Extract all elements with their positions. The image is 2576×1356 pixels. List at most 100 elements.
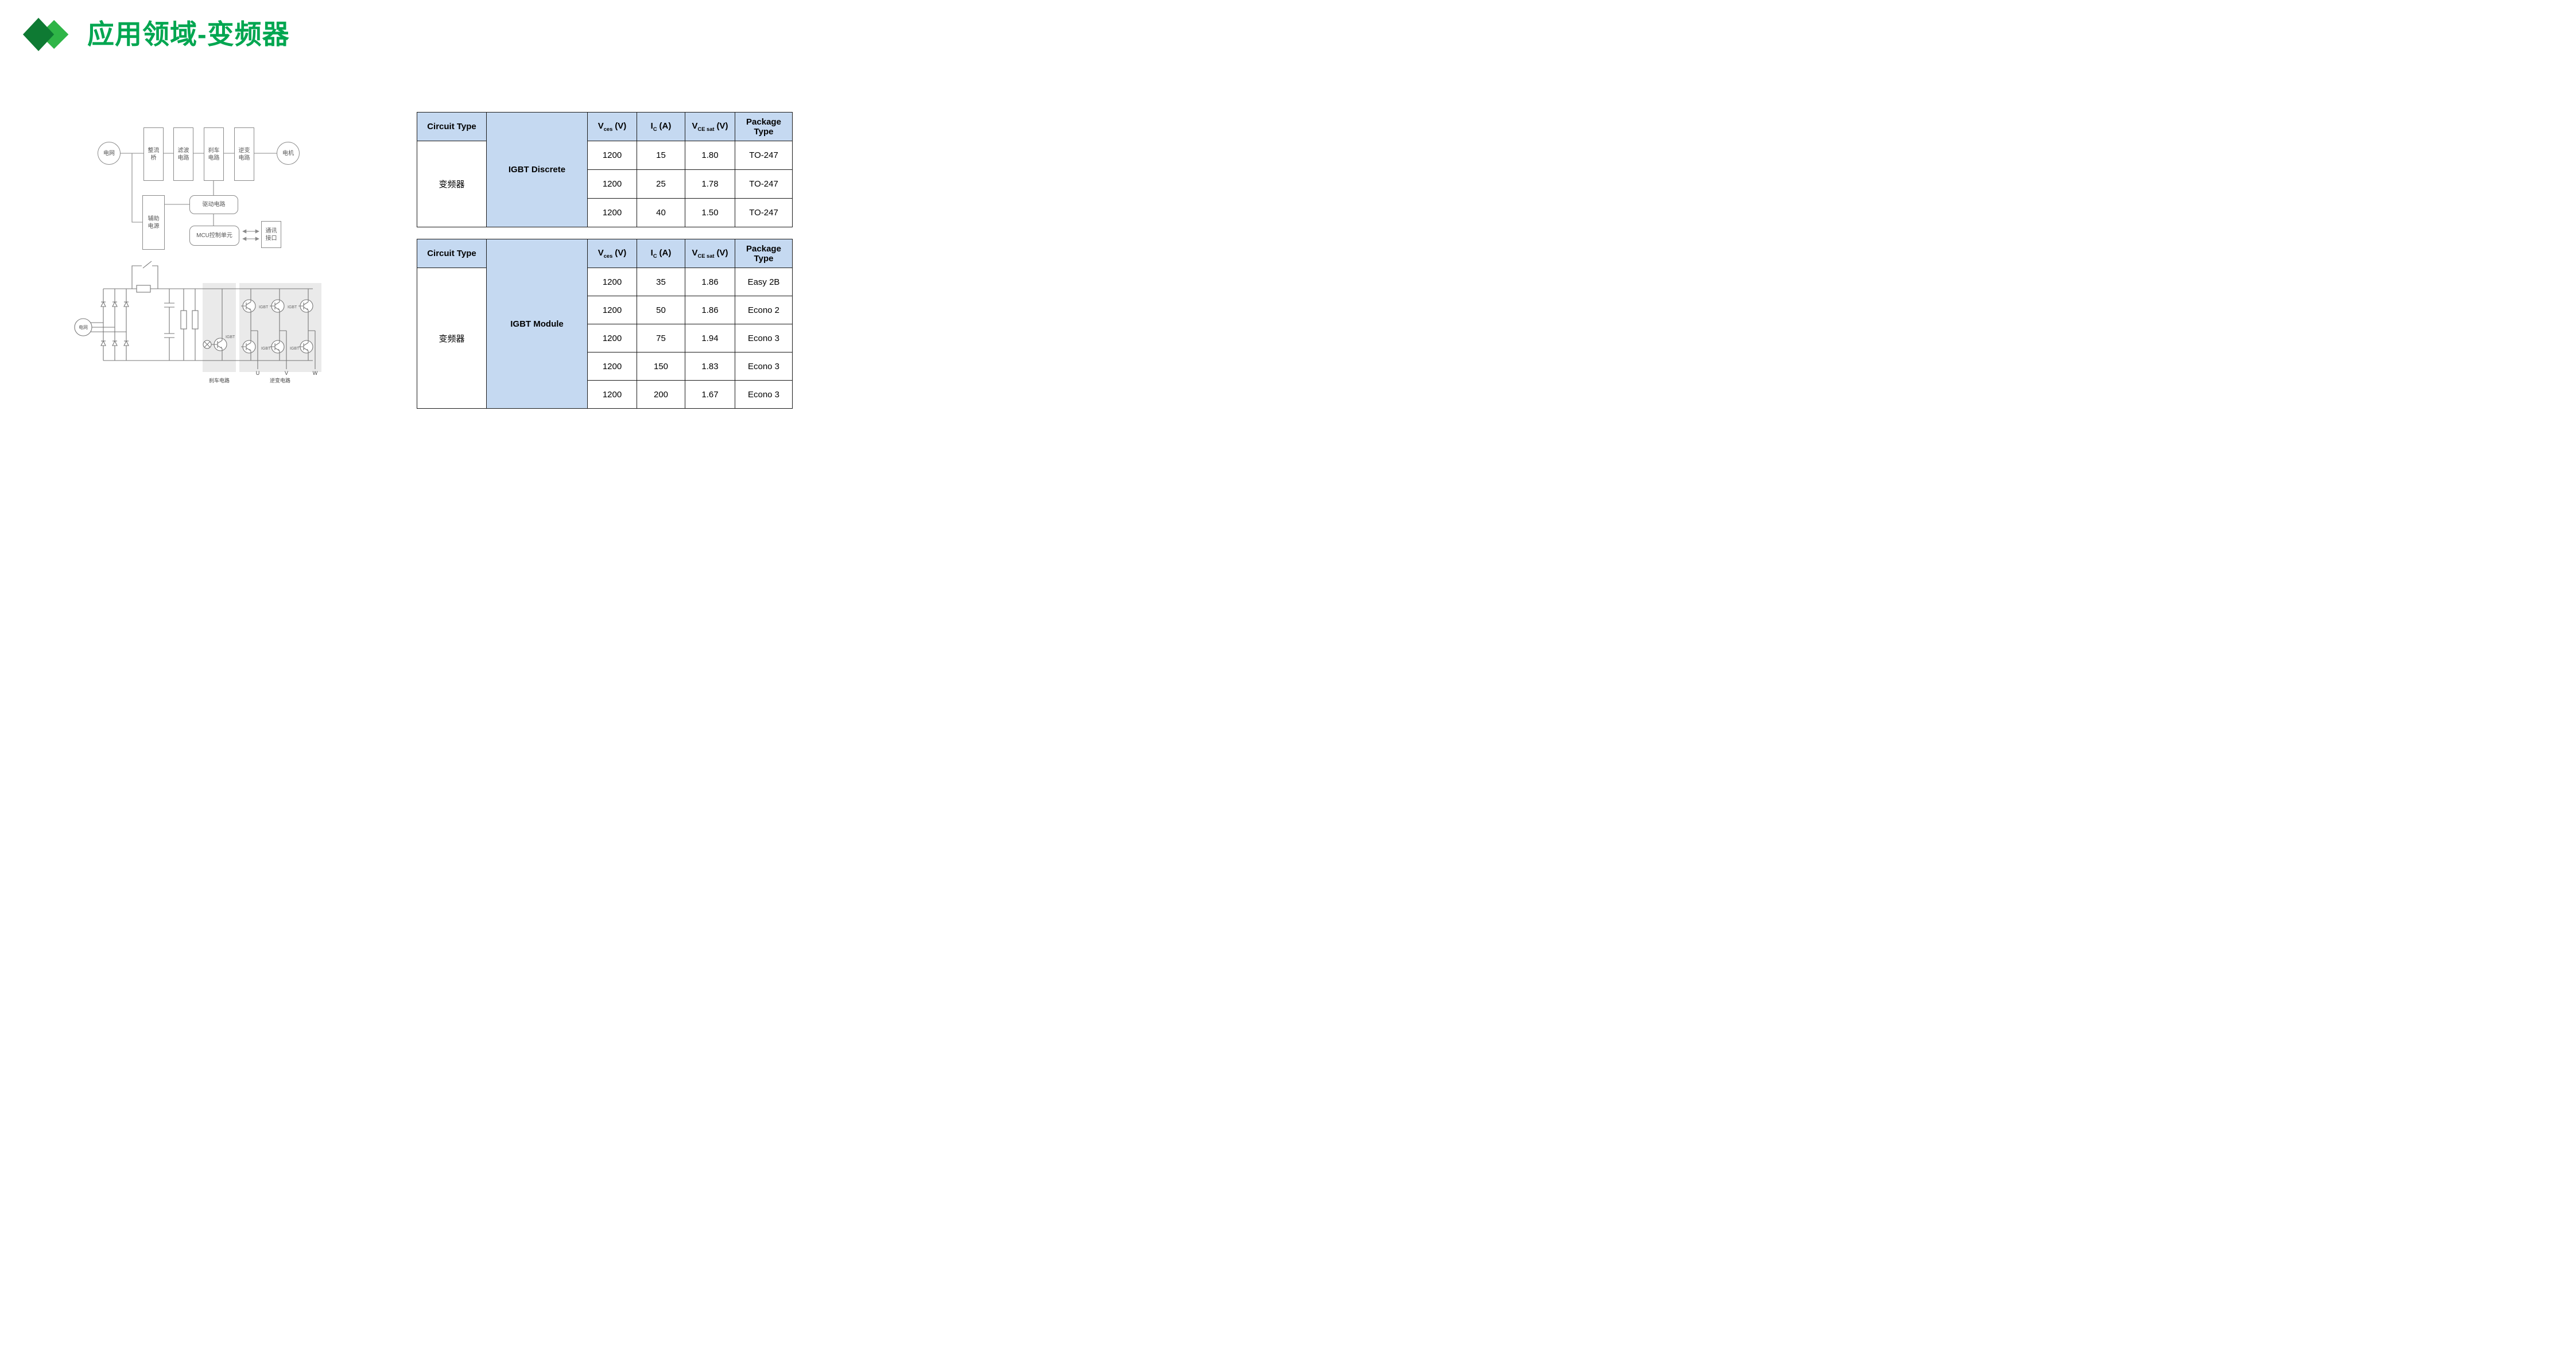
diode-icon <box>112 340 118 346</box>
phase-w-label: W <box>313 370 318 376</box>
cell-vcesat: 1.83 <box>685 352 735 381</box>
igbt-label: IGBT <box>288 305 297 309</box>
table-row: 1200 75 1.94 Econo 3 <box>417 324 793 352</box>
igbt-discrete-table: Circuit Type IGBT Discrete Vces(V) IC(A)… <box>417 112 793 227</box>
table-row: 1200 150 1.83 Econo 3 <box>417 352 793 381</box>
igbt-label: IGBT <box>290 347 300 351</box>
cell-vcesat: 1.86 <box>685 268 735 296</box>
table-row: 1200 50 1.86 Econo 2 <box>417 296 793 324</box>
cell-vces: 1200 <box>587 268 637 296</box>
cell-vces: 1200 <box>587 169 637 199</box>
diode-icon <box>100 301 106 307</box>
cell-package: TO-247 <box>735 198 793 227</box>
cell-ic: 75 <box>637 324 685 352</box>
table-row: 1200 25 1.78 TO-247 <box>417 169 793 199</box>
cell-package: TO-247 <box>735 169 793 199</box>
inverter-region-shade <box>239 283 321 372</box>
cell-ic: 40 <box>637 198 685 227</box>
col-header-circuit-type: Circuit Type <box>417 239 487 268</box>
diode-icon <box>123 340 129 346</box>
node-comm-interface: 通讯 接口 <box>261 221 281 248</box>
table-header-row: Circuit Type IGBT Discrete Vces(V) IC(A)… <box>417 112 793 227</box>
cell-ic: 50 <box>637 296 685 324</box>
cell-vces: 1200 <box>587 324 637 352</box>
cell-vces: 1200 <box>587 352 637 381</box>
table-row: 1200 40 1.50 TO-247 <box>417 198 793 227</box>
cell-package: TO-247 <box>735 141 793 170</box>
slide-header: 应用领域-变频器 <box>22 16 290 53</box>
node-rectifier-bridge: 整流 桥 <box>143 127 164 181</box>
phase-v-label: V <box>285 370 288 376</box>
grid-label: 电网 <box>79 324 88 330</box>
brake-region-label: 刹车电路 <box>209 377 230 383</box>
product-cell-igbt-module: IGBT Module <box>486 239 588 409</box>
node-brake-circuit: 刹车 电路 <box>204 127 224 181</box>
node-motor: 电机 <box>277 142 300 165</box>
table-row: 变频器 1200 35 1.86 Easy 2B <box>417 268 793 409</box>
circuit-type-cell: 变频器 <box>417 141 487 227</box>
col-header-vces: Vces(V) <box>587 239 637 268</box>
col-header-ic: IC(A) <box>637 112 685 141</box>
cell-vcesat: 1.67 <box>685 380 735 409</box>
diode-icon <box>123 301 129 307</box>
cell-ic: 150 <box>637 352 685 381</box>
node-aux-power: 辅助 电源 <box>142 195 165 250</box>
cell-vcesat: 1.78 <box>685 169 735 199</box>
diamond-logo-icon <box>22 17 69 52</box>
cell-vces: 1200 <box>587 198 637 227</box>
switch-blade-icon <box>142 261 152 269</box>
col-header-ic: IC(A) <box>637 239 685 268</box>
cell-ic: 35 <box>637 268 685 296</box>
cell-vcesat: 1.80 <box>685 141 735 170</box>
node-mcu-control-unit: MCU控制单元 <box>189 226 239 246</box>
cell-vcesat: 1.50 <box>685 198 735 227</box>
igbt-module-table: Circuit Type IGBT Module Vces(V) IC(A) V… <box>417 239 793 409</box>
cell-ic: 25 <box>637 169 685 199</box>
igbt-label: IGBT <box>226 335 235 339</box>
col-header-vcesat: VCE sat(V) <box>685 239 735 268</box>
diode-icon <box>100 340 106 346</box>
product-cell-igbt-discrete: IGBT Discrete <box>486 112 588 227</box>
balancing-resistor-icon <box>192 310 199 330</box>
inverter-region-label: 逆变电路 <box>270 377 290 383</box>
node-grid: 电网 <box>98 142 121 165</box>
cell-vces: 1200 <box>587 141 637 170</box>
col-header-package: Package Type <box>735 112 793 141</box>
slide: 应用领域-变频器 电网 整流 桥 滤波 电路 刹车 电路 逆变 电路 电机 辅助… <box>0 0 859 452</box>
system-block-diagram: 电网 整流 桥 滤波 电路 刹车 电路 逆变 电路 电机 辅助 电源 驱动电路 … <box>95 118 304 255</box>
col-header-package: Package Type <box>735 239 793 268</box>
dc-link-capacitors-icon <box>164 289 174 361</box>
cell-ic: 200 <box>637 380 685 409</box>
cell-package: Econo 3 <box>735 352 793 381</box>
phase-u-label: U <box>256 370 260 376</box>
bypass-switch-wire <box>131 265 158 289</box>
table-row: 1200 200 1.67 Econo 3 <box>417 380 793 409</box>
table-header-row: Circuit Type IGBT Module Vces(V) IC(A) V… <box>417 239 793 409</box>
node-driver-circuit: 驱动电路 <box>189 195 238 214</box>
igbt-label: IGBT <box>259 305 269 309</box>
cell-vcesat: 1.86 <box>685 296 735 324</box>
schematic-canvas: 电网 IGBT <box>74 261 321 383</box>
softstart-resistor-icon <box>136 285 151 293</box>
brake-region-shade <box>203 283 236 372</box>
cell-package: Econo 3 <box>735 324 793 352</box>
cell-package: Easy 2B <box>735 268 793 296</box>
cell-vcesat: 1.94 <box>685 324 735 352</box>
circuit-type-cell: 变频器 <box>417 268 487 409</box>
igbt-label: IGBT <box>261 347 271 351</box>
cell-ic: 15 <box>637 141 685 170</box>
table-row: 变频器 1200 15 1.80 TO-247 <box>417 141 793 227</box>
cell-vces: 1200 <box>587 380 637 409</box>
block-diagram-connectors <box>121 153 277 241</box>
col-header-circuit-type: Circuit Type <box>417 112 487 141</box>
cell-package: Econo 2 <box>735 296 793 324</box>
inverter-schematic: 电网 IGBT <box>72 257 327 392</box>
col-header-vces: Vces(V) <box>587 112 637 141</box>
diode-icon <box>112 301 118 307</box>
balancing-resistor-icon <box>180 310 187 330</box>
cell-vces: 1200 <box>587 296 637 324</box>
node-inverter-circuit: 逆变 电路 <box>234 127 254 181</box>
col-header-vcesat: VCE sat(V) <box>685 112 735 141</box>
cell-package: Econo 3 <box>735 380 793 409</box>
node-filter-circuit: 滤波 电路 <box>173 127 193 181</box>
